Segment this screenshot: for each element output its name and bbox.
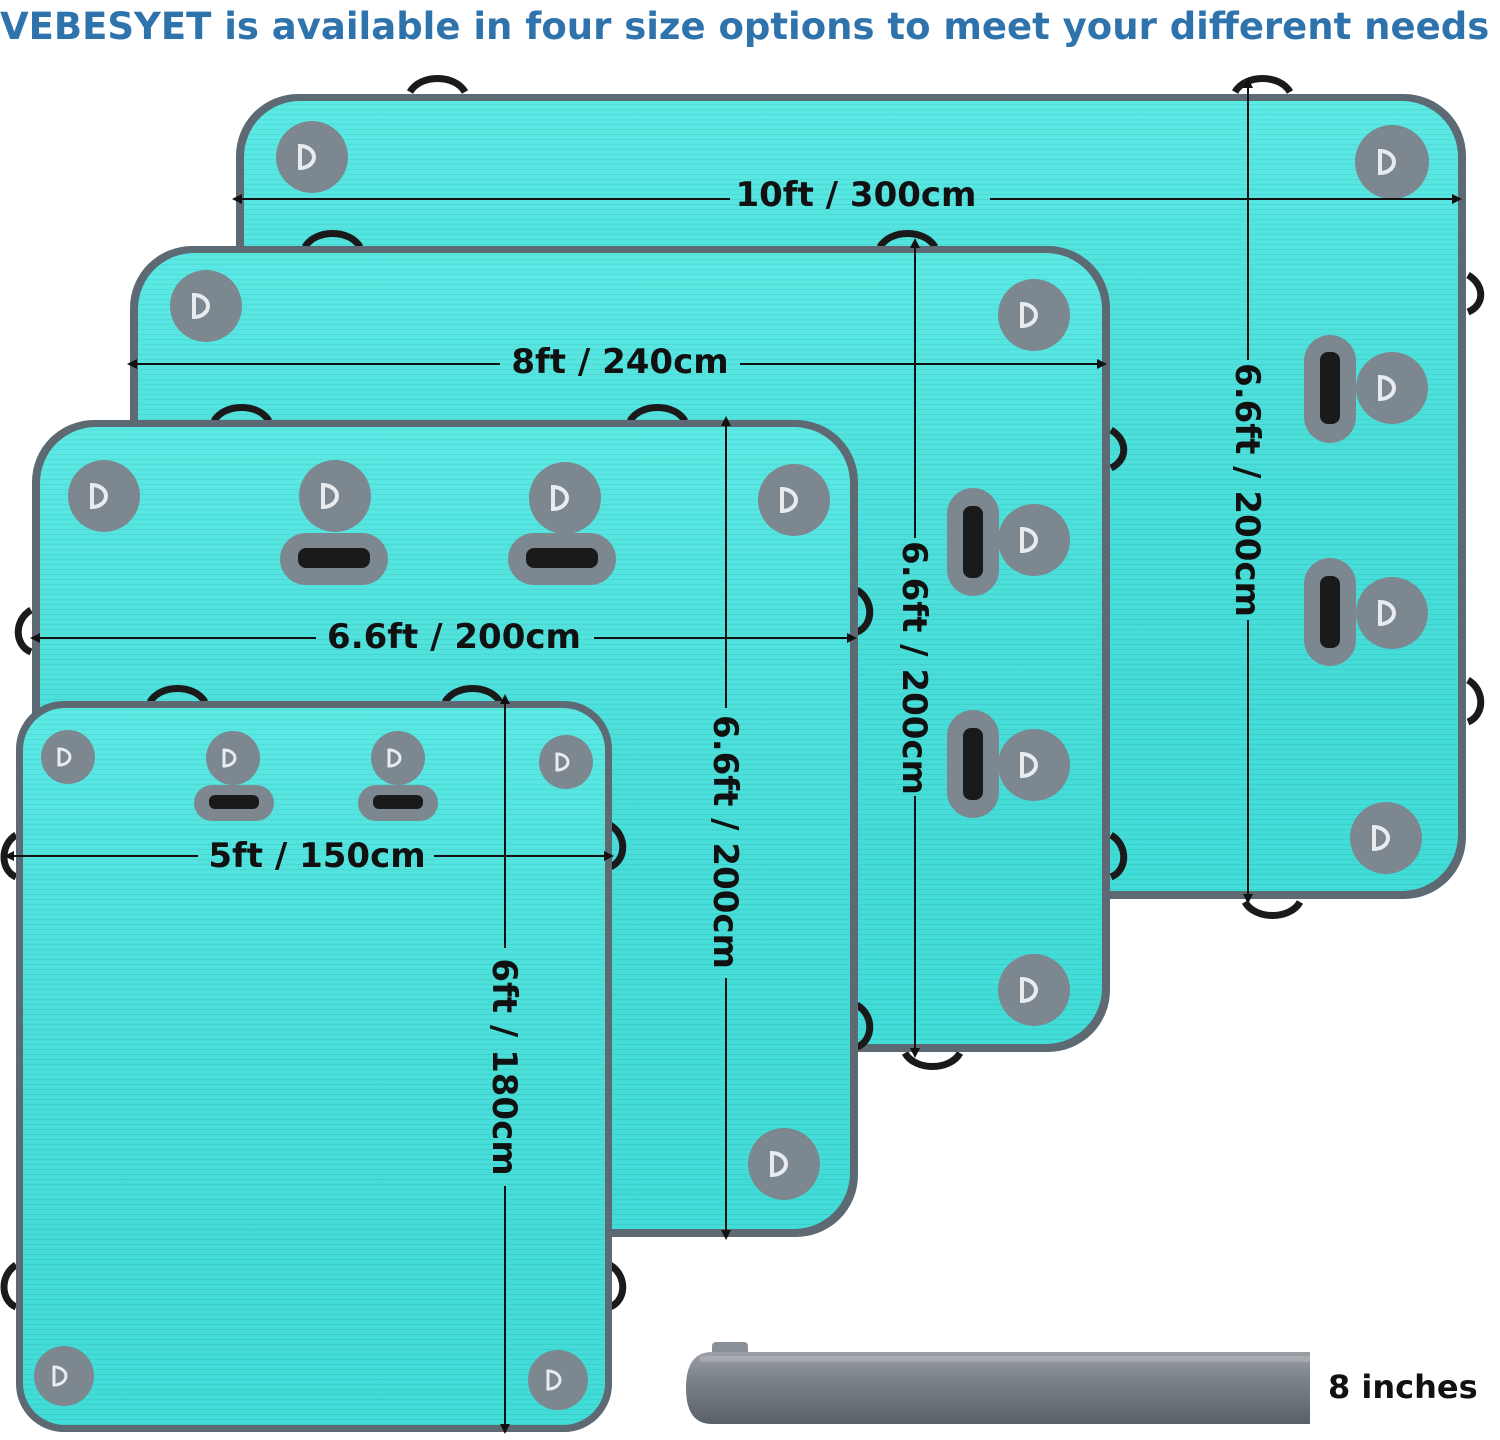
size-8ft-width-label: 6.6ft / 200cm (894, 541, 934, 795)
d-ring-icon (998, 504, 1070, 576)
d-ring-icon (528, 1350, 588, 1410)
handle-icon (1108, 426, 1128, 472)
d-ring-icon (748, 1128, 820, 1200)
handle-icon (0, 1262, 19, 1311)
handle-icon (626, 404, 689, 424)
board-5ft (0, 685, 627, 1432)
size-10ft-width-label: 6.6ft / 200cm (1227, 363, 1267, 617)
handle-icon (210, 404, 273, 424)
d-ring-icon (34, 1346, 94, 1406)
d-ring-icon (1356, 577, 1428, 649)
handle-icon (854, 1001, 874, 1051)
d-ring-icon (276, 121, 348, 193)
handle-icon (280, 533, 388, 585)
d-ring-icon (206, 731, 260, 785)
size-5ft-width-label: 6ft / 180cm (484, 958, 524, 1175)
d-ring-icon (998, 279, 1070, 351)
headline: VEBESYET is available in four size optio… (0, 5, 1490, 48)
handle-icon (301, 230, 364, 250)
d-ring-icon (529, 462, 601, 534)
handle-icon (607, 1261, 627, 1311)
size-6-6ft-length-label: 6.6ft / 200cm (327, 617, 581, 657)
handle-icon (146, 685, 209, 705)
d-ring-icon (68, 460, 140, 532)
handle-icon (607, 821, 627, 871)
handle-icon (358, 785, 438, 821)
d-ring-icon (170, 270, 242, 342)
d-ring-icon (1350, 802, 1422, 874)
handle-icon (1304, 335, 1356, 443)
d-ring-icon (1356, 352, 1428, 424)
handle-icon (1241, 899, 1304, 919)
d-ring-icon (539, 735, 593, 789)
d-ring-icon (299, 460, 371, 532)
size-6-6ft-width-label: 6.6ft / 200cm (705, 715, 745, 969)
size-10ft-length-label: 10ft / 300cm (735, 175, 976, 215)
handle-icon (1304, 558, 1356, 666)
d-ring-icon (1355, 125, 1429, 199)
handle-icon (1231, 75, 1294, 95)
handle-icon (1108, 831, 1128, 881)
thickness-profile (686, 1342, 1310, 1424)
handle-icon (901, 1050, 964, 1070)
handle-icon (194, 785, 274, 821)
handle-icon (441, 685, 504, 705)
handle-icon (508, 533, 616, 585)
d-ring-icon (998, 954, 1070, 1026)
handle-icon (876, 230, 939, 250)
handle-icon (854, 586, 874, 636)
d-ring-icon (758, 464, 830, 536)
size-5ft-length-label: 5ft / 150cm (208, 836, 425, 876)
handle-icon (1465, 676, 1485, 726)
handle-icon (947, 710, 999, 818)
d-ring-icon (371, 731, 425, 785)
size-8ft-length-label: 8ft / 240cm (511, 342, 728, 382)
d-ring-icon (998, 729, 1070, 801)
handle-icon (14, 606, 34, 656)
handle-icon (406, 75, 469, 95)
d-ring-icon (41, 730, 95, 784)
handle-icon (947, 488, 999, 596)
thickness-label: 8 inches (1328, 1368, 1478, 1406)
handle-icon (1465, 271, 1485, 316)
